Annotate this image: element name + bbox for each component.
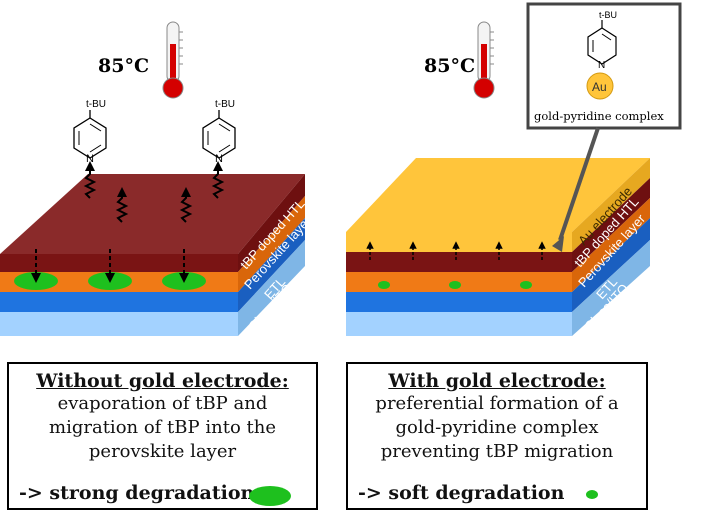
left-temperature: 85°C [98,55,149,77]
right-htl-front [346,252,572,272]
inset-nitrogen: N [598,60,605,71]
left-htl-side [238,174,305,272]
strong-degradation-spot [249,486,291,506]
right-temperature: 85°C [424,55,475,77]
right-caption-line: preferential formation of a [375,393,619,414]
molecule-substituent: t-BU [215,99,235,110]
left-evaporation-arrow [115,187,129,223]
inset-pointer-head [552,236,564,252]
molecule-substituent: t-BU [86,99,106,110]
right-gold-front [346,232,572,252]
left-htl-top-face [0,174,305,254]
left-glass-front [0,312,238,336]
pyridine-ring [587,27,617,65]
left-etl-side [238,218,305,312]
soft-degradation-spot [586,490,598,499]
left-caption-heading: Without gold electrode: [36,370,289,392]
left-degradation-spot [14,272,58,290]
left-degradation-spot [162,272,206,290]
right-layer-stack [346,158,650,336]
pyridine-ring [73,117,107,159]
left-layer-stack [0,161,305,336]
right-gold-top-face [346,158,650,232]
thermometer-icon [162,21,184,99]
right-gold-side [572,158,650,252]
right-degradation-text: -> soft degradation [358,482,565,504]
right-degradation-spot [520,281,532,289]
right-perovskite-side [572,198,650,292]
left-htl-front [0,254,238,272]
right-etl-side [572,218,650,312]
left-caption-line: evaporation of tBP and [57,393,268,414]
right-caption-line: preventing tBP migration [380,441,614,462]
molecule-nitrogen: N [86,153,94,165]
inset-pointer-arrow [558,127,600,241]
left-etl-front [0,292,238,312]
molecule-nitrogen: N [215,153,223,165]
right-caption-line: gold-pyridine complex [395,417,599,438]
gold-pyridine-inset: t-BU N Au gold-pyridine complex [526,2,682,130]
right-caption-box: With gold electrode: preferential format… [346,362,648,510]
gold-atom [586,72,614,100]
right-glass-front [346,312,572,336]
left-evaporation-arrow [179,187,193,223]
left-perovskite-side [238,196,305,292]
right-etl-front [346,292,572,312]
left-molecule-1: t-BU N [73,99,107,165]
left-degradation-text: -> strong degradation [19,482,255,504]
left-caption-line: migration of tBP into the [49,417,276,438]
left-caption-line: perovskite layer [88,441,237,462]
pyridine-ring [202,117,236,159]
right-degradation-spot [378,281,390,289]
left-evaporation-arrow [83,161,97,199]
inset-caption: gold-pyridine complex [534,109,664,123]
thermometer-icon [473,21,495,99]
right-glass-side [572,240,650,336]
left-glass-side [238,240,305,336]
inset-frame [526,2,682,130]
right-htl-side [572,178,650,272]
gold-atom-label: Au [592,80,607,94]
left-caption-box: Without gold electrode: evaporation of t… [7,362,318,510]
left-evaporation-arrow [211,161,225,199]
right-perovskite-front [346,272,572,292]
inset-substituent: t-BU [599,10,617,20]
left-molecule-2: t-BU N [202,99,236,165]
left-degradation-spot [88,272,132,290]
right-degradation-spot [449,281,461,289]
right-caption-heading: With gold electrode: [388,370,606,392]
